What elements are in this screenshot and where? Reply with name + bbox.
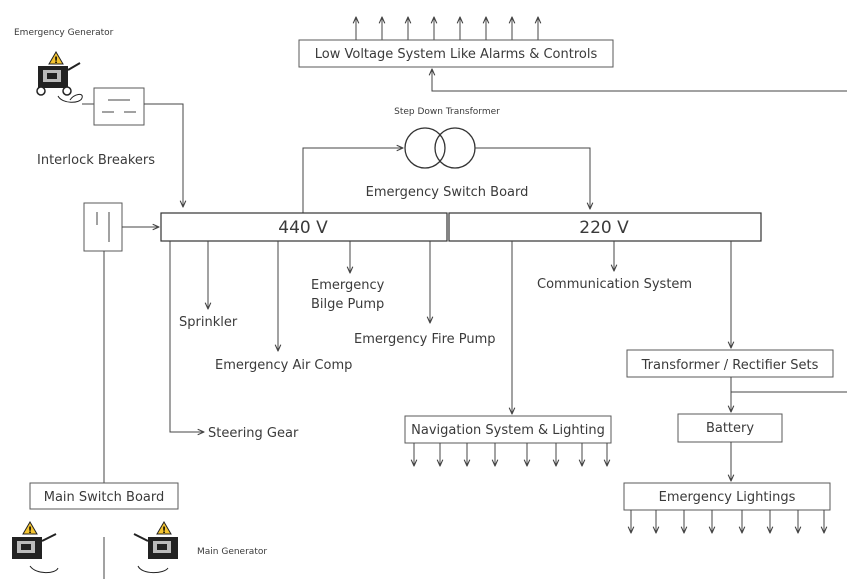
- navigation-outputs: [414, 443, 607, 466]
- emergency-air-comp-label: Emergency Air Comp: [215, 358, 352, 373]
- interlock-breaker-lower: [83, 202, 123, 252]
- low-voltage-feed-line: [432, 69, 847, 92]
- battery-box: Battery: [677, 413, 783, 443]
- emergency-generator-label: Emergency Generator: [14, 28, 114, 38]
- communication-system-label: Communication System: [537, 277, 692, 292]
- low-voltage-system-label: Low Voltage System Like Alarms & Control…: [315, 47, 598, 62]
- emergency-lightings-outputs: [631, 510, 824, 533]
- main-generator-icon-2: !: [133, 521, 178, 574]
- sprinkler-label: Sprinkler: [179, 315, 238, 330]
- transformer-rectifier-label: Transformer / Rectifier Sets: [641, 358, 819, 373]
- main-generator-icon-1: !: [12, 521, 59, 574]
- transformer-rectifier-box: Transformer / Rectifier Sets: [626, 349, 834, 378]
- low-voltage-system-box: Low Voltage System Like Alarms & Control…: [298, 39, 614, 68]
- main-switch-board-box: Main Switch Board: [29, 482, 179, 510]
- bus-to-transformer-line: [302, 148, 403, 213]
- navigation-system-label: Navigation System & Lighting: [411, 423, 605, 438]
- battery-label: Battery: [706, 421, 754, 436]
- interlock-breakers-label: Interlock Breakers: [37, 153, 155, 168]
- steering-gear-feed-line: [169, 241, 204, 432]
- emergency-lightings-label: Emergency Lightings: [659, 490, 796, 505]
- emergency-switch-board-label: Emergency Switch Board: [366, 185, 529, 200]
- bus-220v-label: 220 V: [579, 218, 629, 238]
- step-down-transformer-label: Step Down Transformer: [394, 107, 500, 117]
- rectifier-to-low-voltage-line: [730, 377, 847, 393]
- svg-text:!: !: [162, 526, 166, 536]
- step-down-transformer-icon: [404, 127, 476, 169]
- svg-text:!: !: [28, 526, 32, 536]
- svg-text:!: !: [54, 56, 58, 66]
- navigation-system-box: Navigation System & Lighting: [404, 415, 612, 444]
- bus-440v: 440 V: [160, 212, 448, 242]
- bus-220v: 220 V: [448, 212, 762, 242]
- emergency-generator-icon: !: [36, 51, 83, 103]
- main-generator-label: Main Generator: [197, 547, 267, 557]
- interlock-breaker-upper: [93, 87, 145, 126]
- steering-gear-label: Steering Gear: [208, 426, 299, 441]
- transformer-to-220-bus-line: [475, 147, 590, 209]
- bilge-pump-label-line1: Emergency: [311, 278, 385, 293]
- bus-440v-label: 440 V: [278, 218, 328, 238]
- bilge-pump-label-line2: Bilge Pump: [311, 297, 384, 312]
- upper-breaker-to-bus-line: [144, 103, 183, 207]
- emergency-fire-pump-label: Emergency Fire Pump: [354, 332, 496, 347]
- main-switch-board-label: Main Switch Board: [44, 490, 165, 505]
- low-voltage-outputs: [356, 17, 538, 40]
- emergency-lightings-box: Emergency Lightings: [623, 482, 831, 511]
